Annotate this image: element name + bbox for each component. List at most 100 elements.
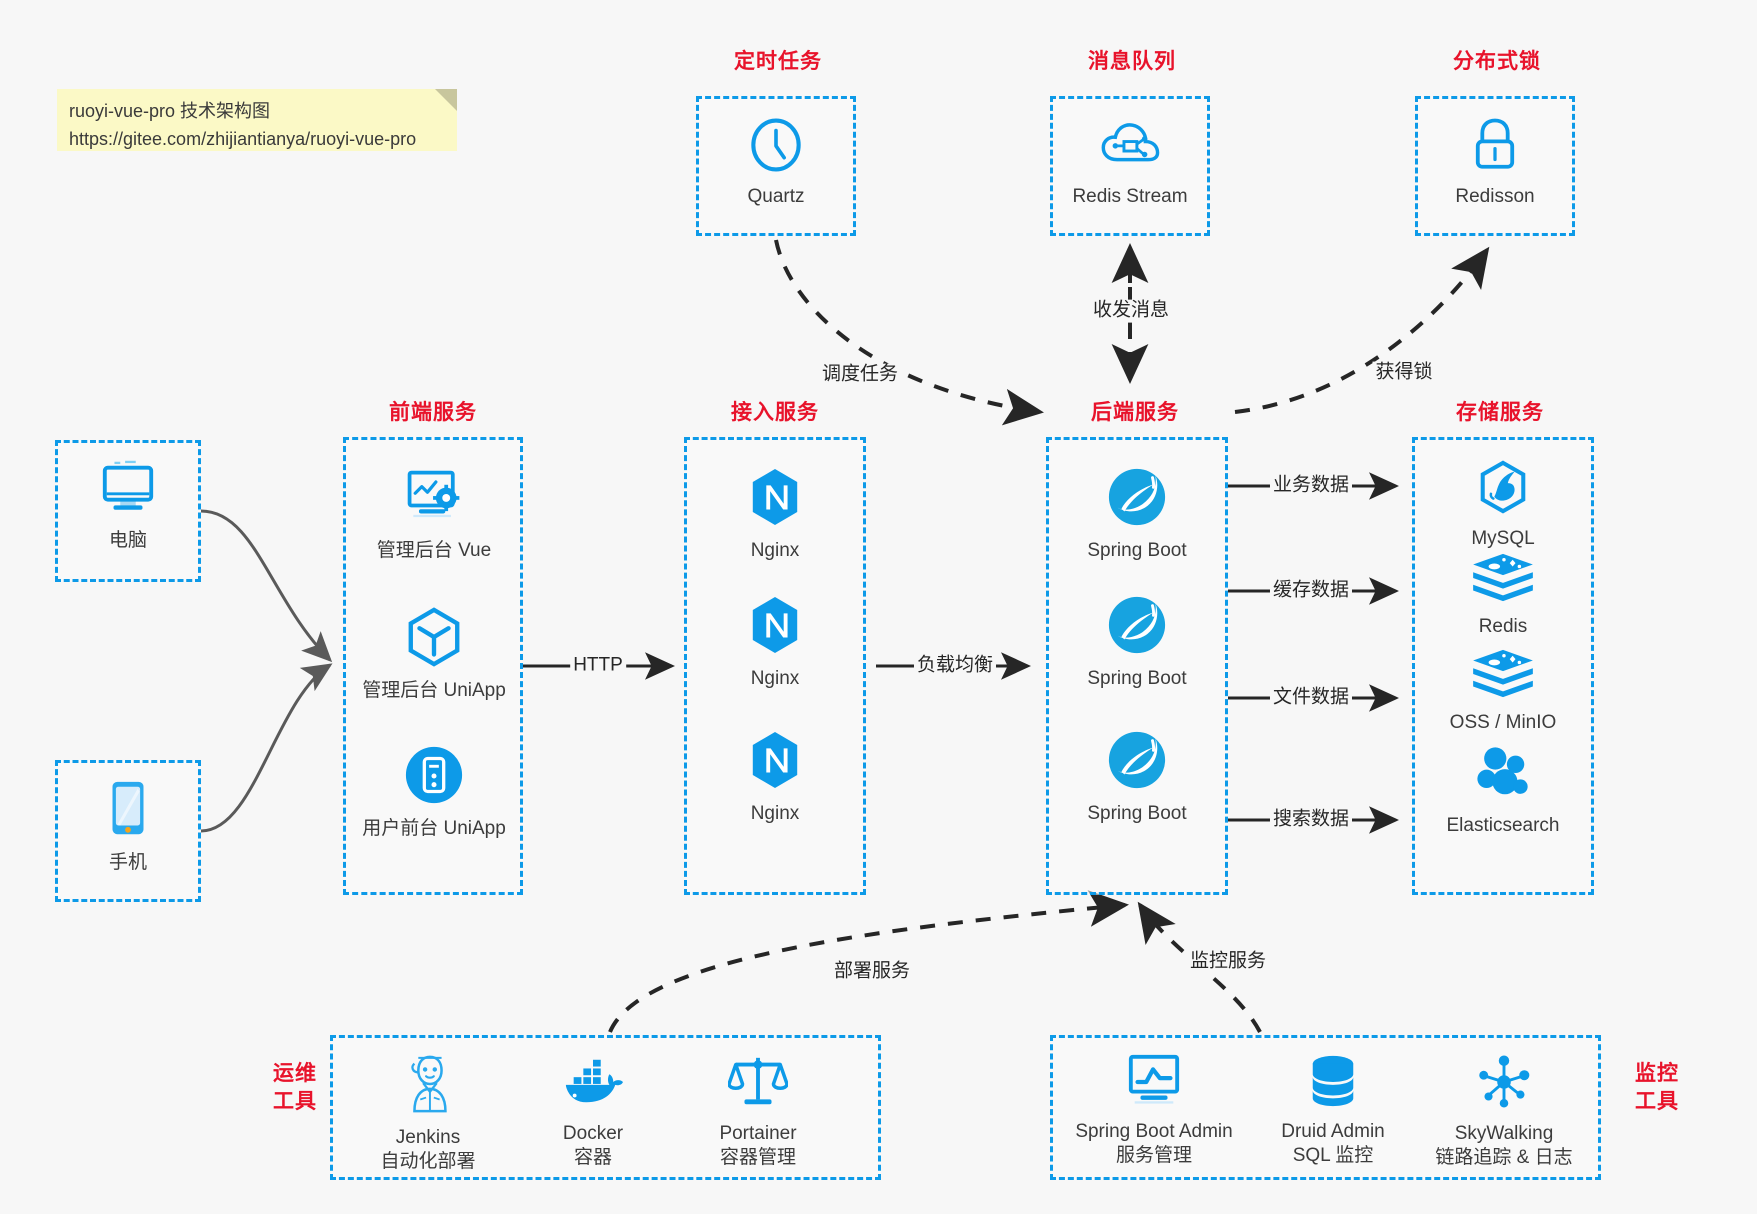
edge-label-search-data: 搜索数据 — [1269, 808, 1353, 832]
node-docker[interactable]: Docker 容器 — [513, 1053, 673, 1171]
node-nginx-3[interactable]: Nginx — [690, 729, 860, 826]
node-label: Redis Stream — [1072, 186, 1188, 207]
node-spring-boot-admin[interactable]: Spring Boot Admin 服务管理 — [1068, 1053, 1240, 1169]
note-title: ruoyi-vue-pro 技术架构图 — [69, 101, 271, 121]
node-mysql[interactable]: MySQL — [1418, 460, 1588, 551]
diagram-note: ruoyi-vue-pro 技术架构图 https://gitee.com/zh… — [57, 89, 457, 151]
group-title-distributed-lock: 分布式锁 — [1453, 50, 1541, 73]
redis-stack-icon — [1471, 648, 1535, 705]
node-druid-admin[interactable]: Druid Admin SQL 监控 — [1253, 1053, 1413, 1169]
node-user-uniapp[interactable]: 用户前台 UniApp — [346, 744, 522, 841]
group-box-message-queue — [1050, 96, 1210, 236]
cloud-stream-icon — [1099, 116, 1161, 179]
group-title-storage: 存储服务 — [1456, 401, 1544, 424]
lock-icon — [1467, 116, 1523, 179]
node-label: Nginx — [750, 668, 800, 689]
network-nodes-icon — [1475, 1053, 1533, 1116]
nginx-icon — [747, 466, 803, 533]
edge-label-load-balance: 负载均衡 — [913, 654, 997, 678]
group-title-devops-line1: 运维 — [273, 1062, 317, 1085]
node-oss-minio[interactable]: OSS / MinIO — [1418, 648, 1588, 735]
note-url: https://gitee.com/zhijiantianya/ruoyi-vu… — [69, 128, 417, 149]
docker-whale-icon — [561, 1053, 625, 1116]
group-title-gateway: 接入服务 — [731, 401, 819, 424]
note-folded-corner-icon — [435, 89, 457, 111]
edge-label-acquire-lock: 获得锁 — [1372, 361, 1436, 385]
node-label: Nginx — [750, 540, 800, 561]
desktop-icon — [97, 460, 159, 523]
group-title-devops: 运维 工具 — [255, 1060, 335, 1117]
group-title-scheduled-task: 定时任务 — [734, 50, 822, 73]
edge-label-cache-data: 缓存数据 — [1269, 579, 1353, 603]
node-sublabel: SQL 监控 — [1292, 1145, 1374, 1167]
node-quartz[interactable]: Quartz — [706, 116, 846, 209]
node-redis-stream[interactable]: Redis Stream — [1060, 116, 1200, 209]
node-label: Spring Boot — [1087, 803, 1187, 824]
node-label: Redisson — [1455, 186, 1535, 207]
node-phone[interactable]: 手机 — [65, 778, 191, 875]
node-sublabel: 自动化部署 — [380, 1151, 476, 1173]
database-icon — [1306, 1053, 1360, 1114]
node-label: 管理后台 UniApp — [362, 680, 506, 701]
node-spring-boot-2[interactable]: Spring Boot — [1052, 594, 1222, 691]
node-computer[interactable]: 电脑 — [65, 460, 191, 553]
edge-label-business-data: 业务数据 — [1269, 474, 1353, 498]
node-label: Elasticsearch — [1446, 815, 1560, 836]
node-label: 用户前台 UniApp — [362, 818, 506, 839]
node-label: 手机 — [108, 852, 147, 873]
mysql-dolphin-icon — [1474, 460, 1532, 521]
group-title-backend: 后端服务 — [1091, 401, 1179, 424]
group-title-message-queue: 消息队列 — [1088, 50, 1176, 73]
node-label: OSS / MinIO — [1449, 712, 1557, 733]
node-sublabel: 容器 — [573, 1147, 612, 1169]
redis-stack-icon — [1471, 552, 1535, 609]
node-label: Quartz — [747, 186, 805, 207]
node-skywalking[interactable]: SkyWalking 链路追踪 & 日志 — [1418, 1053, 1590, 1171]
jenkins-butler-icon — [397, 1053, 459, 1120]
node-label: 管理后台 Vue — [376, 540, 492, 561]
dashboard-icon — [403, 466, 465, 533]
edge-label-schedule-task: 调度任务 — [818, 363, 902, 387]
node-label: Jenkins — [395, 1127, 461, 1148]
node-spring-boot-3[interactable]: Spring Boot — [1052, 729, 1222, 826]
scales-icon — [727, 1053, 789, 1116]
node-portainer[interactable]: Portainer 容器管理 — [678, 1053, 838, 1171]
mobile-icon — [104, 778, 152, 845]
group-title-devops-line2: 工具 — [273, 1090, 317, 1114]
nginx-icon — [747, 594, 803, 661]
node-label: Druid Admin — [1281, 1121, 1385, 1142]
node-jenkins[interactable]: Jenkins 自动化部署 — [348, 1053, 508, 1175]
group-title-monitor-line1: 监控 — [1635, 1062, 1679, 1085]
group-title-monitor: 监控 工具 — [1617, 1060, 1697, 1117]
edge-label-file-data: 文件数据 — [1269, 686, 1353, 710]
group-title-frontend: 前端服务 — [389, 401, 477, 424]
node-label: Portainer — [719, 1123, 797, 1144]
group-title-monitor-line2: 工具 — [1635, 1090, 1679, 1114]
monitor-chart-icon — [1124, 1053, 1184, 1114]
node-label: Spring Boot — [1087, 540, 1187, 561]
node-nginx-1[interactable]: Nginx — [690, 466, 860, 563]
node-nginx-2[interactable]: Nginx — [690, 594, 860, 691]
edge-label-send-receive-message: 收发消息 — [1089, 299, 1173, 323]
nginx-icon — [747, 729, 803, 796]
node-spring-boot-1[interactable]: Spring Boot — [1052, 466, 1222, 563]
node-label: Nginx — [750, 803, 800, 824]
node-label: SkyWalking — [1454, 1123, 1554, 1144]
node-sublabel: 链路追踪 & 日志 — [1435, 1147, 1573, 1169]
node-redis[interactable]: Redis — [1418, 552, 1588, 639]
node-admin-vue[interactable]: 管理后台 Vue — [346, 466, 522, 563]
node-redisson[interactable]: Redisson — [1425, 116, 1565, 209]
node-label: MySQL — [1471, 528, 1535, 549]
spring-leaf-icon — [1106, 729, 1168, 796]
node-label: Redis — [1478, 616, 1528, 637]
node-label: Docker — [562, 1123, 624, 1144]
edge-label-deploy-service: 部署服务 — [830, 960, 914, 984]
node-elasticsearch[interactable]: Elasticsearch — [1418, 745, 1588, 838]
spring-leaf-icon — [1106, 466, 1168, 533]
mobile-circle-icon — [403, 744, 465, 811]
node-admin-uniapp[interactable]: 管理后台 UniApp — [346, 606, 522, 703]
elasticsearch-icon — [1472, 745, 1534, 808]
spring-leaf-icon — [1106, 594, 1168, 661]
node-label: Spring Boot — [1087, 668, 1187, 689]
